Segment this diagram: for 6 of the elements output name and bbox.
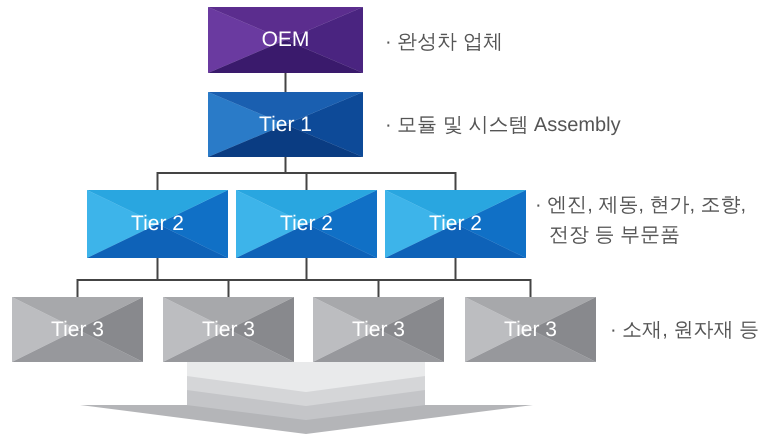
tier-description: · 소재, 원자재 등 xyxy=(610,318,759,343)
tier-description: · 모듈 및 시스템 Assembly xyxy=(385,113,621,138)
connector-line xyxy=(284,157,456,190)
connector-line xyxy=(284,73,286,92)
tier-description: · 완성차 업체 xyxy=(385,30,503,55)
tier-description: · 엔진, 제동, 현가, 조향, 전장 등 부문품 xyxy=(535,193,748,248)
